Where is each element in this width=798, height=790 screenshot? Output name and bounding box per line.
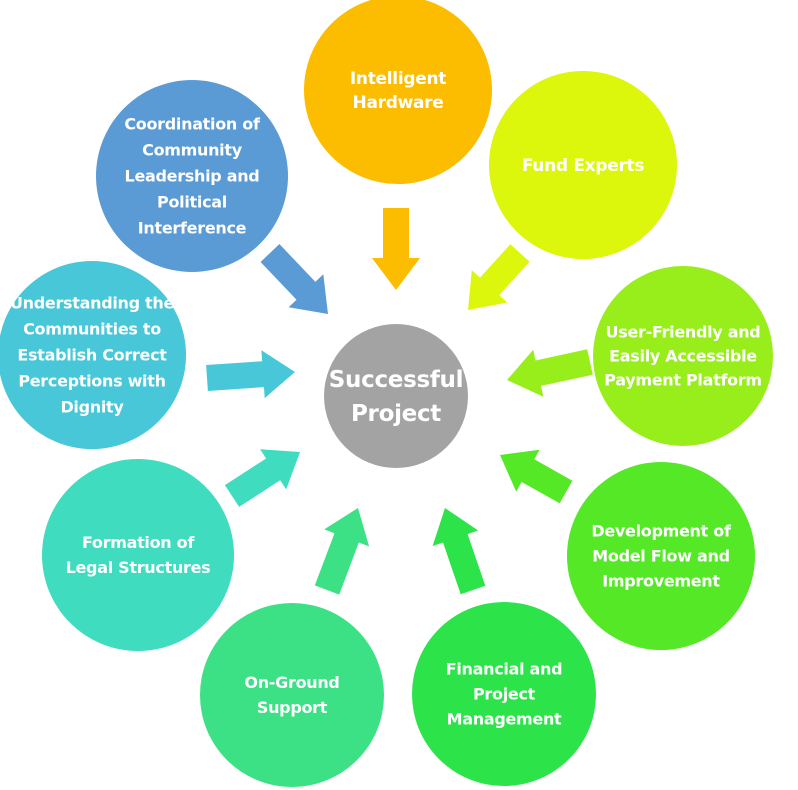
node-circle-model-flow [567,462,755,650]
node-label-fund-experts-line: Fund Experts [522,156,645,176]
arrow-financial-project-management [432,508,486,595]
arrow-legal-structures [224,449,300,507]
arrow-fund-experts [468,244,530,310]
node-label-community-leadership-line: Coordination of [124,115,261,134]
node-label-financial-project-management-line: Financial and [446,660,563,679]
arrow-understanding-communities [206,350,295,399]
node-label-understanding-communities-line: Establish Correct [17,346,167,365]
node-label-legal-structures-line: Legal Structures [66,558,211,577]
node-label-understanding-communities-line: Understanding the [10,294,175,313]
node-circle-payment-platform [593,266,773,446]
node-circle-community-leadership [96,80,288,272]
node-label-financial-project-management-line: Project [473,685,536,704]
node-label-on-ground-support-line: On-Ground [244,673,339,692]
node-label-model-flow-line: Model Flow and [592,547,729,566]
node-label-legal-structures: Formation of Legal Structures [66,533,211,577]
node-circle-fund-experts [489,71,677,259]
node-label-model-flow-line: Improvement [602,572,720,591]
arrow-payment-platform [507,349,593,397]
node-label-on-ground-support-line: Support [257,698,328,717]
arrow-on-ground-support [314,508,370,595]
node-label-payment-platform-line: User-Friendly and [606,323,761,342]
arrow-model-flow [500,449,573,504]
node-label-payment-platform-line: Easily Accessible [609,347,757,366]
node-label-understanding-communities-line: Perceptions with [18,372,165,391]
node-circle-legal-structures [42,459,234,651]
node-label-fund-experts: Fund Experts [522,156,645,176]
node-legal-structures: Formation of Legal Structures [42,459,234,651]
node-label-legal-structures-line: Formation of [82,533,195,552]
node-fund-experts: Fund Experts [489,71,677,259]
node-label-intelligent-hardware-line: Hardware [353,93,444,113]
center-label-line: Successful [329,367,463,393]
center-circle [324,324,468,468]
node-circle-on-ground-support [200,603,384,787]
node-circle-financial-project-management [412,602,596,786]
arrows-layer [206,208,593,595]
arrow-intelligent-hardware [372,208,420,290]
node-label-community-leadership-line: Community [142,141,243,160]
node-label-community-leadership-line: Political [157,193,227,212]
node-label-model-flow-line: Development of [591,522,732,541]
arrow-community-leadership [260,244,328,314]
node-label-community-leadership-line: Leadership and [125,167,260,186]
center-label-line: Project [351,401,441,427]
node-label-intelligent-hardware-line: Intelligent [350,69,446,89]
node-label-understanding-communities-line: Communities to [23,320,161,339]
node-label-understanding-communities-line: Dignity [60,398,124,417]
node-label-community-leadership-line: Interference [138,219,247,238]
node-circle-intelligent-hardware [304,0,492,184]
node-circle-understanding-communities [0,261,186,449]
node-label-financial-project-management-line: Management [447,710,562,729]
node-label-payment-platform-line: Payment Platform [604,371,762,390]
